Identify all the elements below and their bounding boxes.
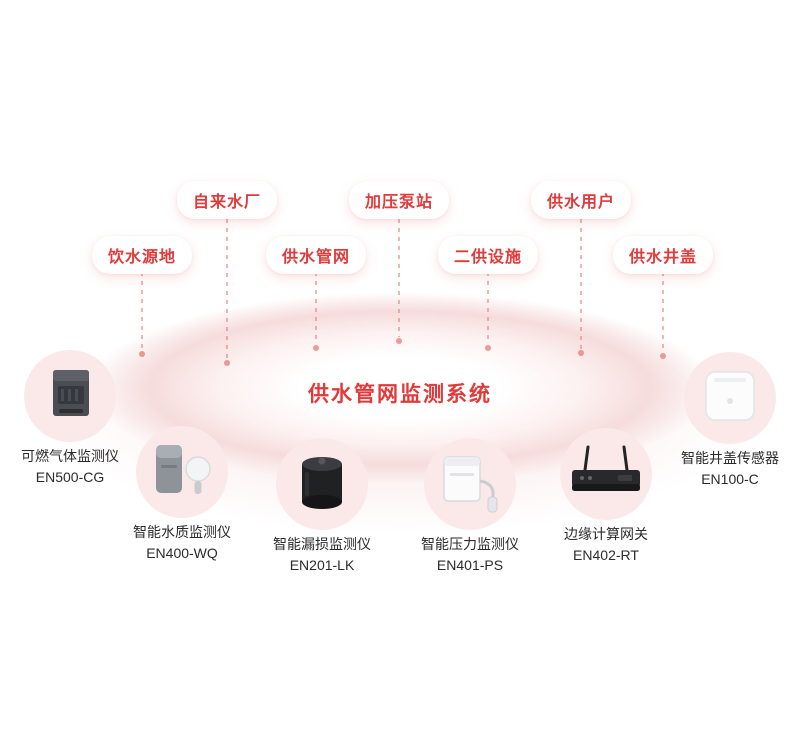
pressure-monitor-icon — [434, 449, 506, 520]
device-pressure-monitor: 智能压力监测仪 EN401-PS — [400, 438, 540, 576]
connector-line-secondary-supply — [485, 272, 491, 351]
manhole-sensor-icon — [697, 363, 763, 434]
device-model: EN401-PS — [436, 557, 504, 573]
connector-line-supply-network — [313, 272, 319, 351]
pill-drinking-source: 饮水源地 — [91, 236, 193, 274]
device-leak-monitor: 智能漏损监测仪 EN201-LK — [252, 438, 392, 576]
device-model: EN400-WQ — [146, 545, 218, 561]
edge-gateway-icon — [562, 442, 650, 507]
water-quality-sensor-icon — [146, 439, 218, 506]
device-model: EN100-C — [701, 471, 759, 487]
device-name: 智能水质监测仪 — [133, 524, 231, 540]
pill-pump-station: 加压泵站 — [348, 181, 450, 219]
device-model: EN201-LK — [289, 557, 355, 573]
device-model: EN500-CG — [35, 469, 105, 485]
pill-water-users: 供水用户 — [530, 181, 632, 219]
device-model: EN402-RT — [573, 547, 639, 563]
connector-line-pump-station — [396, 219, 402, 344]
pill-secondary-supply: 二供设施 — [437, 236, 539, 274]
device-name: 可燃气体监测仪 — [21, 448, 119, 464]
device-water-quality-monitor: 智能水质监测仪 EN400-WQ — [112, 426, 252, 564]
connector-line-water-users — [578, 219, 584, 356]
pill-manhole-cover: 供水井盖 — [612, 236, 714, 274]
connector-line-manhole-cover — [660, 272, 666, 359]
device-gas-detector: 可燃气体监测仪 EN500-CG — [0, 350, 140, 488]
gas-detector-icon — [41, 362, 99, 431]
system-title: 供水管网监测系统 — [308, 383, 492, 406]
device-name: 智能压力监测仪 — [421, 536, 519, 552]
leak-monitor-icon — [292, 450, 352, 519]
pill-supply-network: 供水管网 — [265, 236, 367, 274]
device-name: 智能漏损监测仪 — [273, 536, 371, 552]
connector-line-water-plant — [224, 219, 230, 366]
pill-water-plant: 自来水厂 — [176, 181, 278, 219]
device-edge-gateway: 边缘计算网关 EN402-RT — [536, 428, 676, 566]
device-name: 边缘计算网关 — [564, 526, 648, 542]
connector-line-drinking-source — [139, 272, 145, 357]
device-name: 智能井盖传感器 — [681, 450, 779, 466]
device-manhole-sensor: 智能井盖传感器 EN100-C — [660, 352, 800, 490]
